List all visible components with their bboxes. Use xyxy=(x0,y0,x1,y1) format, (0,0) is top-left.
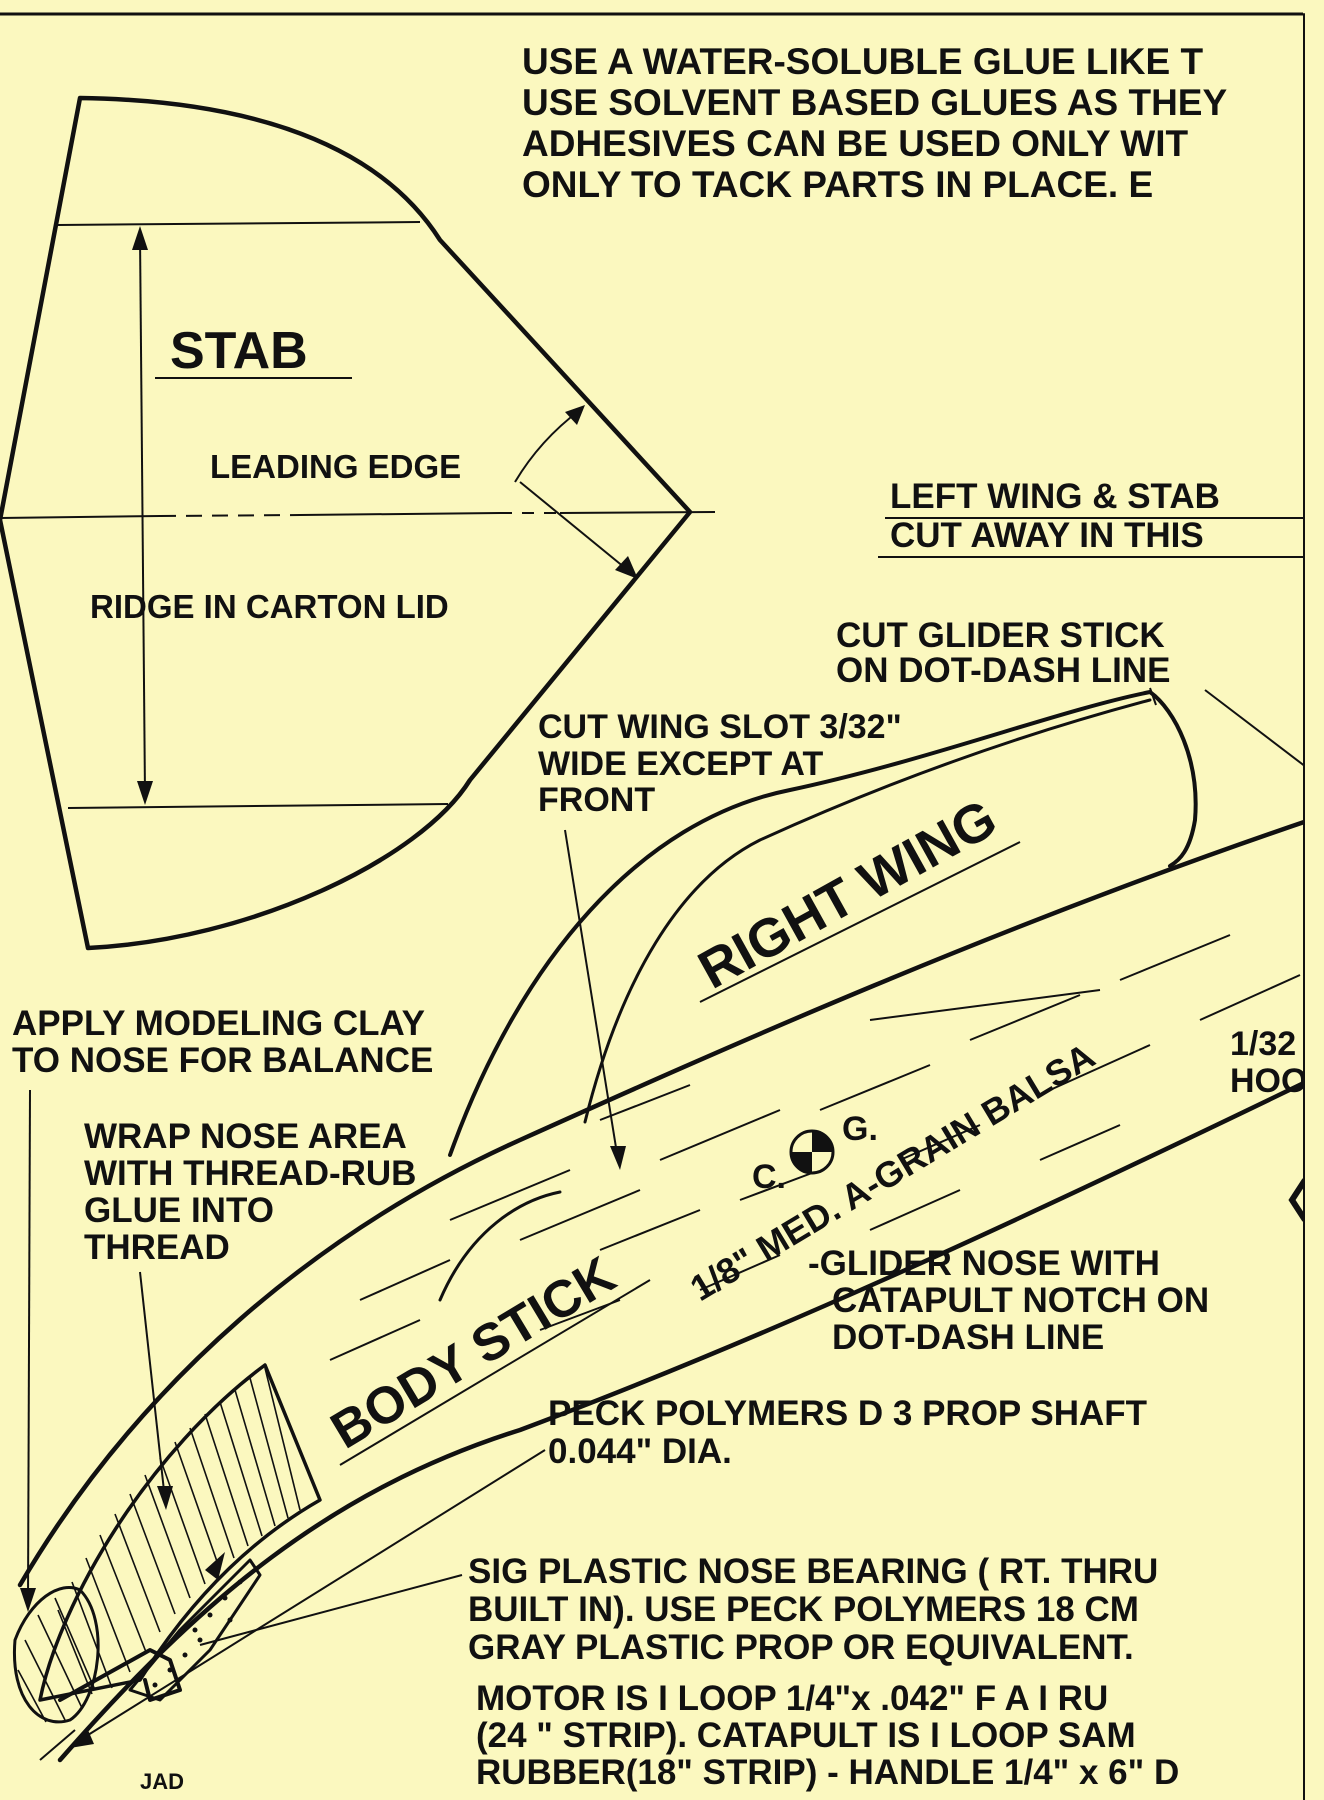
glider-nose-note-line-1: -GLIDER NOSE WITH xyxy=(808,1244,1160,1283)
prop-shaft-end xyxy=(39,1729,76,1761)
glider-nose-note-line-3: DOT-DASH LINE xyxy=(832,1318,1104,1357)
clay-leader xyxy=(27,1089,31,1601)
leading-edge-arrow-lower xyxy=(519,481,631,573)
leading-edge-arrowhead-upper xyxy=(565,405,585,425)
glider-stick-note-line-1: CUT GLIDER STICK xyxy=(836,616,1165,655)
wrap-note-line-4: THREAD xyxy=(84,1228,230,1267)
bearing-note: SIG PLASTIC NOSE BEARING ( RT. THRU BUIL… xyxy=(199,1552,1158,1667)
clay-note-line-2: TO NOSE FOR BALANCE xyxy=(12,1041,433,1080)
wing-slot-note-line-1: CUT WING SLOT 3/32" xyxy=(538,708,902,746)
motor-note-line-3: RUBBER(18" STRIP) - HANDLE 1/4" x 6" D xyxy=(476,1753,1179,1792)
bearing-note-line-3: GRAY PLASTIC PROP OR EQUIVALENT. xyxy=(468,1628,1134,1667)
right-wing-tip xyxy=(1149,687,1157,706)
prop-shaft-note-line-2: 0.044" DIA. xyxy=(548,1432,732,1471)
right-wing-inner-curve xyxy=(583,698,1152,1124)
wrap-note: WRAP NOSE AREA WITH THREAD-RUB GLUE INTO… xyxy=(84,1117,416,1510)
bearing-note-line-2: BUILT IN). USE PECK POLYMERS 18 CM xyxy=(468,1590,1139,1629)
span-arrow-top xyxy=(132,226,148,250)
right-edge-margin xyxy=(1303,0,1324,1800)
cg-marker: C. G. xyxy=(752,1110,878,1196)
left-wing-note: LEFT WING & STAB CUT AWAY IN THIS xyxy=(878,477,1324,558)
stab-centerline-solid-left xyxy=(0,515,161,519)
wrap-arrowhead xyxy=(157,1486,173,1510)
hook-note: 1/32 HOO xyxy=(1230,1025,1308,1222)
wrap-note-line-3: GLUE INTO xyxy=(84,1191,274,1230)
stab-outline xyxy=(0,95,693,951)
glider-stick-leader xyxy=(1204,689,1311,771)
motor-note: MOTOR IS I LOOP 1/4"x .042" F A I RU (24… xyxy=(476,1679,1179,1792)
prop-shaft-leader xyxy=(79,1449,546,1741)
bearing-arrowhead xyxy=(205,1552,225,1580)
cg-symbol-quadrant-b xyxy=(791,1152,812,1173)
wrap-note-line-2: WITH THREAD-RUB xyxy=(84,1154,416,1193)
prop-shaft-note-line-1: PECK POLYMERS D 3 PROP SHAFT xyxy=(548,1394,1147,1433)
stab-part: STAB LEADING EDGE RIDGE IN CARTON LID xyxy=(0,95,716,951)
left-wing-note-line-2: CUT AWAY IN THIS xyxy=(890,516,1204,555)
leading-edge-label: LEADING EDGE xyxy=(210,448,461,485)
wing-slot-cutout xyxy=(438,1190,562,1302)
cg-label-right: G. xyxy=(842,1110,878,1148)
stab-title: STAB xyxy=(170,322,308,380)
nose-bearing-dots xyxy=(152,1579,243,1688)
stab-centerline-solid-right xyxy=(559,511,716,514)
header-note: USE A WATER-SOLUBLE GLUE LIKE T USE SOLV… xyxy=(522,41,1227,205)
clay-note: APPLY MODELING CLAY TO NOSE FOR BALANCE xyxy=(12,1004,433,1612)
motor-note-line-2: (24 " STRIP). CATAPULT IS I LOOP SAM xyxy=(476,1716,1136,1755)
stab-centerline-solid-mid xyxy=(299,512,501,516)
glider-stick-note-line-2: ON DOT-DASH LINE xyxy=(836,651,1170,690)
body-stick-bottom-edge xyxy=(57,1077,1313,1763)
prop-shaft-arrowhead xyxy=(70,1730,94,1748)
wing-slot-line xyxy=(869,989,1101,1021)
clay-note-line-1: APPLY MODELING CLAY xyxy=(12,1004,425,1043)
bearing-leader xyxy=(199,1574,463,1646)
glider-stick-note: CUT GLIDER STICK ON DOT-DASH LINE xyxy=(836,616,1311,771)
header-note-line-4: ONLY TO TACK PARTS IN PLACE. E xyxy=(522,164,1153,205)
wrap-note-line-1: WRAP NOSE AREA xyxy=(84,1117,407,1156)
nose-clay-blob xyxy=(12,1585,100,1724)
body-stick-label-underline xyxy=(339,1279,651,1466)
right-wing-label: RIGHT WING xyxy=(689,788,1007,1000)
stab-rib-top xyxy=(57,221,421,226)
header-note-line-2: USE SOLVENT BASED GLUES AS THEY xyxy=(522,82,1227,123)
stab-rib-bottom xyxy=(67,803,449,809)
leading-edge-arrowhead-lower xyxy=(615,556,638,579)
cg-label-left: C. xyxy=(752,1158,786,1196)
nose-wrap-hatching xyxy=(57,1367,301,1695)
header-note-line-3: ADHESIVES CAN BE USED ONLY WIT xyxy=(522,123,1189,164)
right-wing-label-underline xyxy=(699,841,1021,1003)
body-stick-top-edge xyxy=(17,817,1313,1588)
span-dimension-line xyxy=(139,235,146,796)
glider-nose-note: -GLIDER NOSE WITH CATAPULT NOTCH ON DOT-… xyxy=(808,1244,1209,1357)
motor-note-line-1: MOTOR IS I LOOP 1/4"x .042" F A I RU xyxy=(476,1679,1108,1718)
wing-slot-note-line-3: FRONT xyxy=(538,781,655,819)
cg-symbol-quadrant-a xyxy=(812,1131,833,1152)
prop-shaft-note: PECK POLYMERS D 3 PROP SHAFT 0.044" DIA. xyxy=(70,1394,1147,1748)
right-wing-outline xyxy=(448,690,1198,1157)
left-wing-note-line-1: LEFT WING & STAB xyxy=(890,477,1220,516)
nose-thread-wrap xyxy=(12,1363,322,1761)
glider-nose-note-line-2: CATAPULT NOTCH ON xyxy=(832,1281,1209,1320)
signature: JAD xyxy=(140,1769,184,1794)
stab-centerline-dash xyxy=(159,514,301,517)
hook-note-line-1: 1/32 xyxy=(1230,1025,1296,1063)
header-note-line-1: USE A WATER-SOLUBLE GLUE LIKE T xyxy=(522,41,1203,82)
rear-hook-fragment xyxy=(1288,1178,1308,1222)
clay-arrowhead xyxy=(20,1588,36,1612)
leading-edge-arrow-upper xyxy=(514,409,581,483)
nose-bearing-block xyxy=(128,1558,262,1702)
wing-slot-leader xyxy=(564,829,619,1161)
nose-wrap-outline xyxy=(38,1363,322,1702)
wing-slot-arrowhead xyxy=(610,1146,626,1170)
wing-slot-note: CUT WING SLOT 3/32" WIDE EXCEPT AT FRONT xyxy=(538,708,902,1170)
span-arrow-bottom xyxy=(137,781,153,805)
hook-note-line-2: HOO xyxy=(1230,1062,1307,1100)
wing-slot-note-line-2: WIDE EXCEPT AT xyxy=(538,745,823,783)
ridge-label: RIDGE IN CARTON LID xyxy=(90,588,449,625)
bearing-note-line-1: SIG PLASTIC NOSE BEARING ( RT. THRU xyxy=(468,1552,1158,1591)
